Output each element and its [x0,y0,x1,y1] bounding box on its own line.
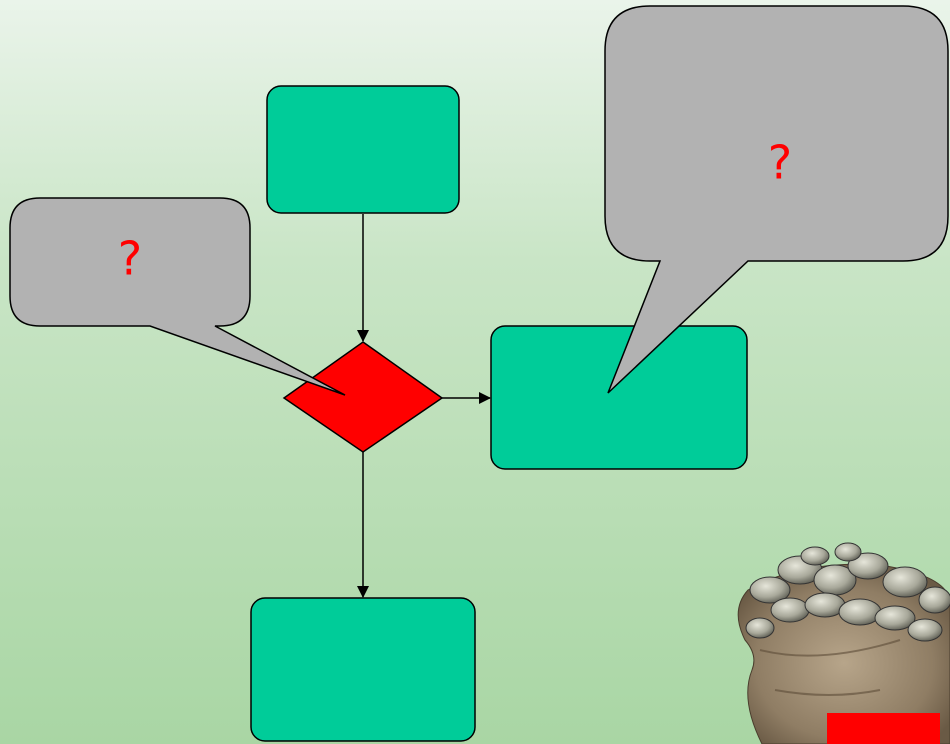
money-bag-fold [759,639,901,696]
red-tag [827,713,940,744]
process-box-top [266,85,460,214]
callout-right-text: ? [768,136,792,190]
callout-right: ? [604,5,949,394]
callout-right-bubble [604,5,949,394]
coins-pile [745,542,950,642]
process-box-right [490,325,748,470]
callout-left-bubble [9,197,346,396]
callout-left-text: ? [118,232,142,286]
callout-left: ? [9,197,346,396]
money-bag-icon [737,542,950,744]
connectors [357,214,491,598]
decision-diamond [282,341,444,453]
process-box-bottom [250,597,476,742]
